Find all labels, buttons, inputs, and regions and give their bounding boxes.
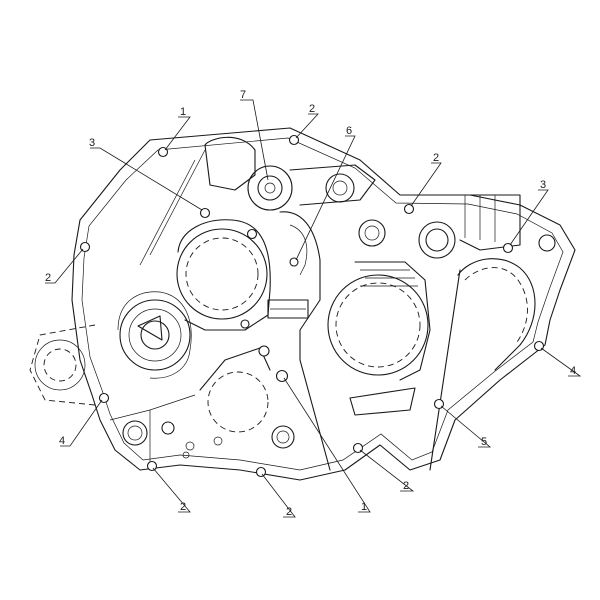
left-boss-inner [43, 348, 77, 382]
lower-left-boss [122, 420, 148, 446]
clutch-bore-inner [185, 237, 259, 311]
crank-bore [327, 274, 429, 376]
upper-rib [204, 136, 256, 191]
crank-web [354, 261, 431, 381]
oil-pump-shaft [264, 182, 276, 194]
shaft-key [137, 315, 163, 341]
right-chamber [457, 258, 536, 371]
shaft-boss-flange [117, 291, 192, 379]
pump-bracket [289, 164, 376, 206]
crank-bore-inner [335, 282, 421, 368]
pipe-stub [267, 299, 309, 319]
clutch-housing-wall [177, 219, 271, 331]
central-passage-2 [289, 224, 308, 276]
oil-pump-inner [257, 175, 283, 201]
callout-2-bottom-center: 2 [286, 506, 292, 518]
small-hole-c [182, 451, 190, 459]
small-bore [358, 219, 386, 247]
callout-6: 6 [346, 125, 352, 137]
right-lug [538, 234, 556, 252]
callout-2-left: 2 [45, 272, 51, 284]
small-hole-b [213, 436, 223, 446]
bolt-holes [79, 134, 545, 478]
callout-4-right: 4 [570, 365, 576, 377]
callout-1-top: 1 [180, 106, 186, 118]
callout-7: 7 [240, 89, 246, 101]
crank-web-ribs [360, 269, 418, 287]
shaft-boss-outer [119, 299, 191, 371]
oil-pump-outer [247, 165, 293, 211]
lower-rib [109, 394, 196, 465]
callout-3-right: 3 [540, 179, 546, 191]
callout-5: 5 [481, 436, 487, 448]
callout-2-upper-right: 2 [433, 152, 439, 164]
callout-2-top: 2 [309, 103, 315, 115]
shaft-boss-inner [140, 320, 170, 350]
diagonal-rib-2 [139, 159, 196, 266]
small-hole-a [185, 441, 195, 451]
callout-1-bottom: 1 [361, 501, 367, 513]
right-rib [429, 269, 461, 471]
callout-3-left: 3 [89, 137, 95, 149]
lower-left-hole [161, 421, 175, 435]
callout-2-bottom-left: 2 [180, 501, 186, 513]
right-chamber-dashed [464, 267, 528, 346]
left-cover-dashed [29, 324, 96, 406]
pump-boss [325, 173, 355, 203]
small-bore-inner [364, 225, 380, 241]
bearing-inner [425, 228, 449, 252]
pump-boss-inner [332, 180, 348, 196]
lower-slot [349, 387, 416, 416]
left-boss [34, 339, 86, 391]
diagonal-rib [149, 149, 206, 256]
callout-2-lower-right: 2 [403, 480, 409, 492]
lower-dashed-gear [207, 371, 269, 433]
leader-lines [45, 99, 582, 518]
crankcase-inner-flange [81, 137, 564, 471]
bearing-housing [429, 194, 521, 251]
lower-left-boss-inner [127, 425, 143, 441]
clutch-bore [176, 228, 268, 320]
crankcase-outline [71, 127, 576, 481]
lower-plug-inner [276, 430, 290, 444]
lower-boss-arm [199, 347, 271, 391]
bearing-outer [418, 221, 456, 259]
callout-4-left: 4 [59, 435, 65, 447]
central-passage [279, 211, 331, 471]
shaft-boss-mid [128, 308, 182, 362]
lower-plug [271, 425, 295, 449]
bearing-housing-ribs [464, 195, 496, 242]
